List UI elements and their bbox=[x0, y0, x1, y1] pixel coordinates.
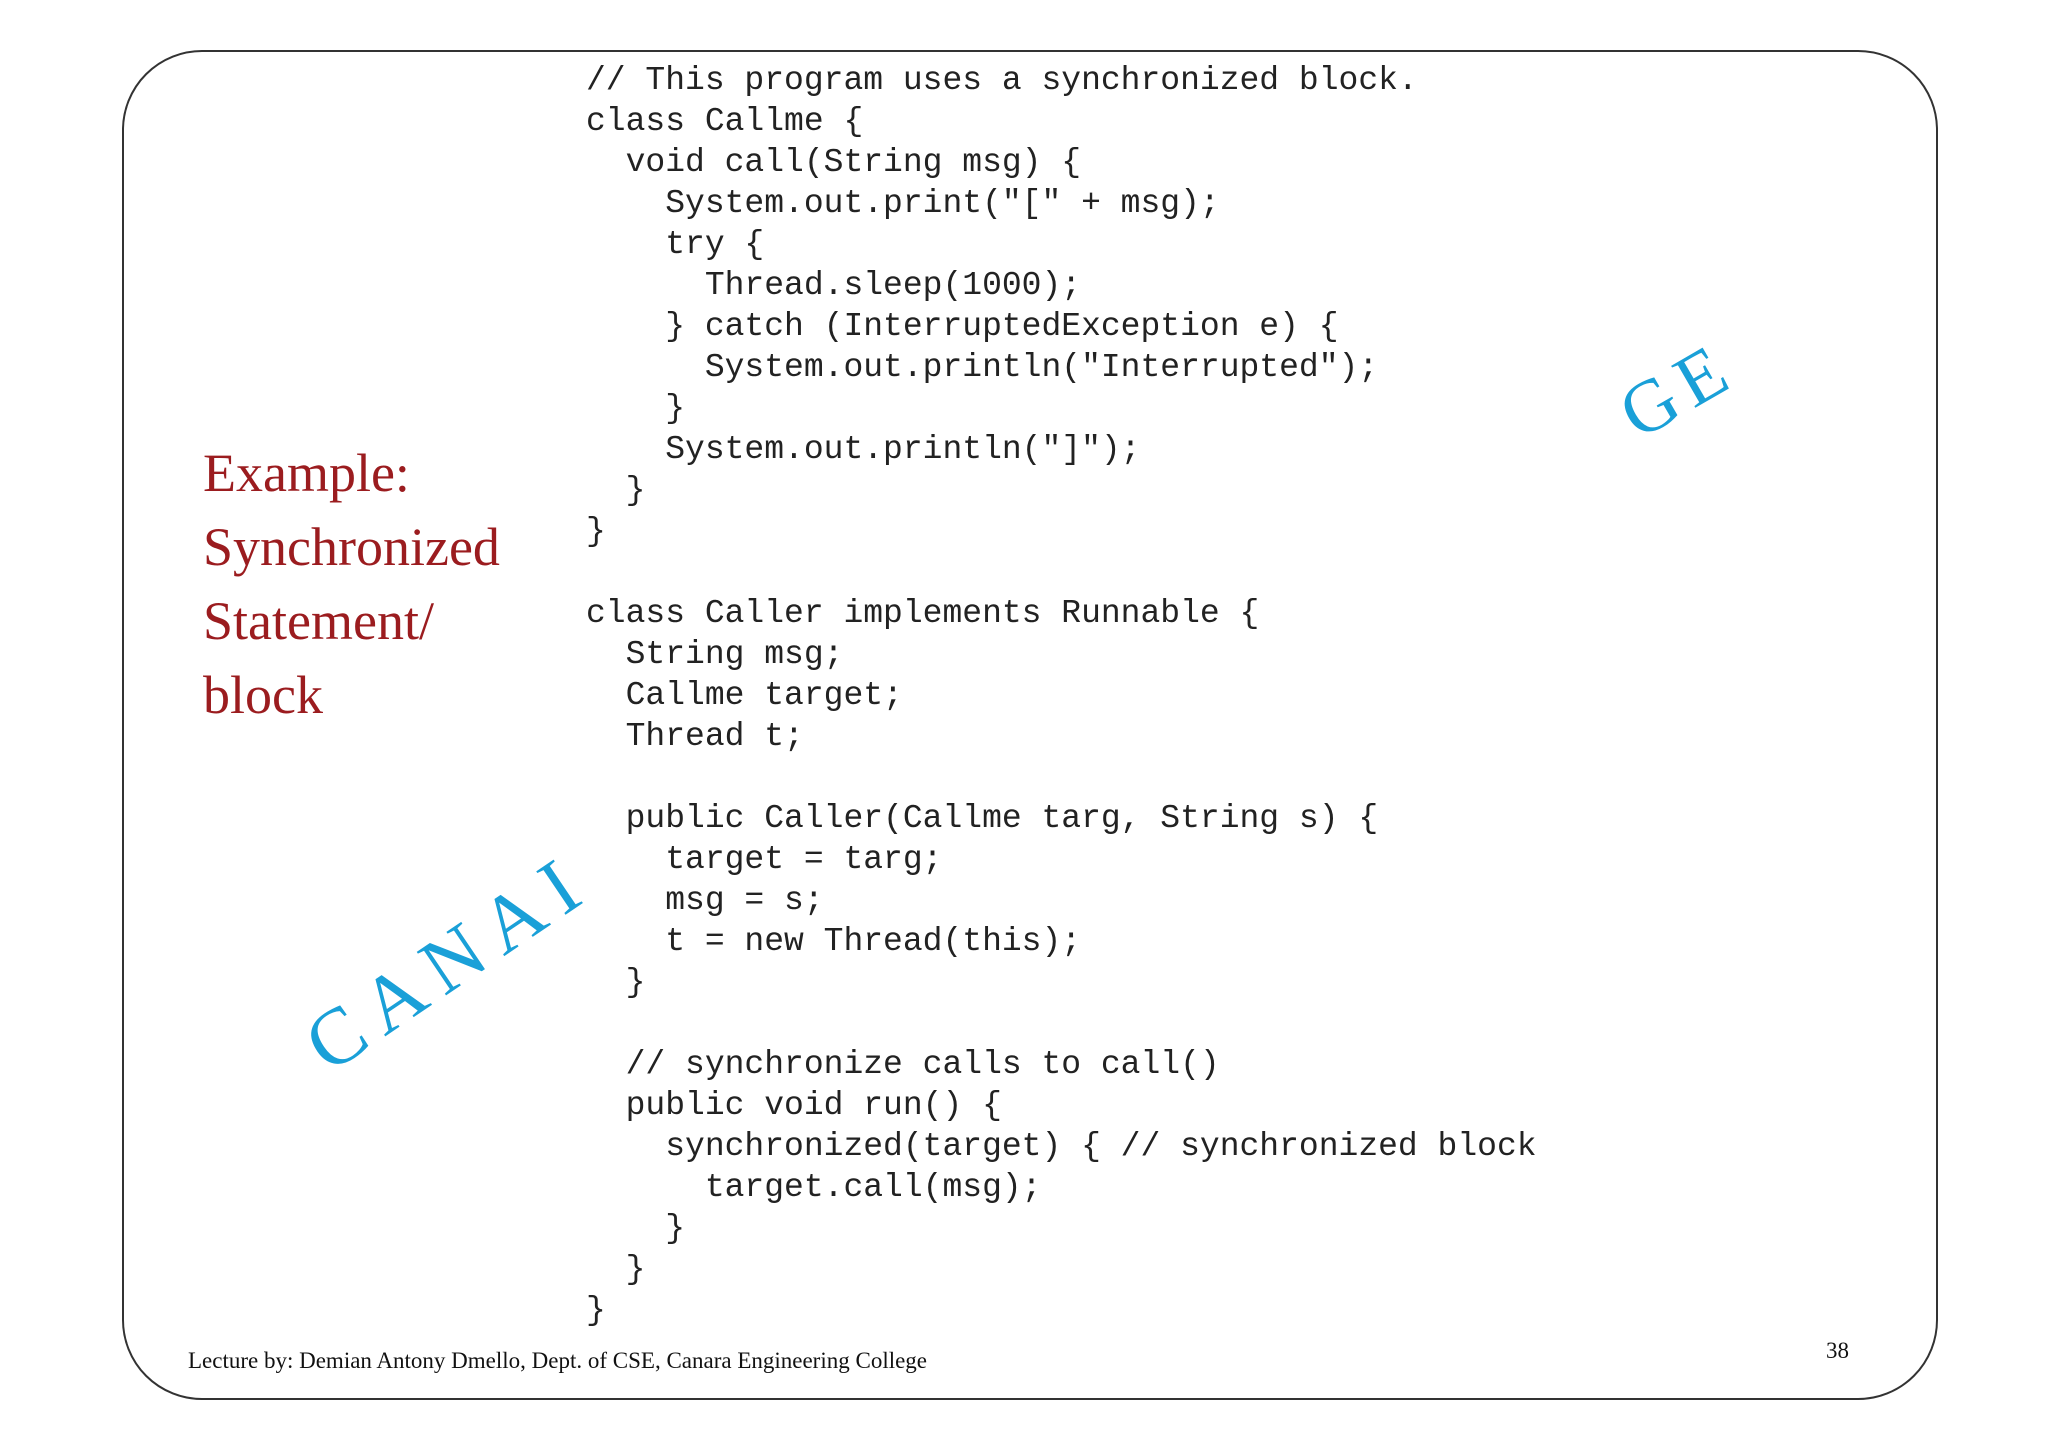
code-line: class Callme { bbox=[586, 103, 864, 140]
code-line: } bbox=[586, 472, 646, 509]
slide-title-line: Example: bbox=[203, 443, 410, 503]
code-line: void call(String msg) { bbox=[586, 144, 1082, 181]
code-line: t = new Thread(this); bbox=[586, 923, 1082, 960]
code-line: } bbox=[586, 1251, 646, 1288]
code-line: synchronized(target) { // synchronized b… bbox=[586, 1128, 1537, 1165]
code-line: public void run() { bbox=[586, 1087, 1002, 1124]
code-line: } bbox=[586, 1210, 686, 1247]
code-line: target.call(msg); bbox=[586, 1169, 1042, 1206]
slide-title-line: Synchronized bbox=[203, 517, 500, 577]
slide-title-line: Statement/ bbox=[203, 591, 434, 651]
code-line: try { bbox=[586, 226, 765, 263]
code-block: // This program uses a synchronized bloc… bbox=[586, 60, 1537, 1331]
code-line: System.out.println("Interrupted"); bbox=[586, 349, 1379, 386]
code-line: // This program uses a synchronized bloc… bbox=[586, 62, 1418, 99]
slide-frame bbox=[122, 50, 1938, 1400]
code-line: } bbox=[586, 390, 686, 427]
code-line: Thread.sleep(1000); bbox=[586, 267, 1082, 304]
code-line: } catch (InterruptedException e) { bbox=[586, 308, 1339, 345]
code-line: Callme target; bbox=[586, 677, 903, 714]
code-line: Thread t; bbox=[586, 718, 804, 755]
code-line: } bbox=[586, 1292, 606, 1329]
code-line: System.out.print("[" + msg); bbox=[586, 185, 1220, 222]
slide-title: Example: Synchronized Statement/ block bbox=[203, 436, 563, 732]
code-line: msg = s; bbox=[586, 882, 824, 919]
page-number: 38 bbox=[1826, 1338, 1849, 1363]
code-line: target = targ; bbox=[586, 841, 943, 878]
code-line bbox=[586, 757, 1537, 798]
code-line: class Caller implements Runnable { bbox=[586, 595, 1260, 632]
code-line bbox=[586, 1003, 1537, 1044]
code-line bbox=[586, 552, 1537, 593]
code-line: System.out.println("]"); bbox=[586, 431, 1141, 468]
code-line: } bbox=[586, 513, 606, 550]
footer-credit: Lecture by: Demian Antony Dmello, Dept. … bbox=[188, 1348, 928, 1373]
code-line: String msg; bbox=[586, 636, 844, 673]
slide-title-line: block bbox=[203, 665, 323, 725]
code-line: public Caller(Callme targ, String s) { bbox=[586, 800, 1379, 837]
code-line: // synchronize calls to call() bbox=[586, 1046, 1220, 1083]
code-line: } bbox=[586, 964, 646, 1001]
